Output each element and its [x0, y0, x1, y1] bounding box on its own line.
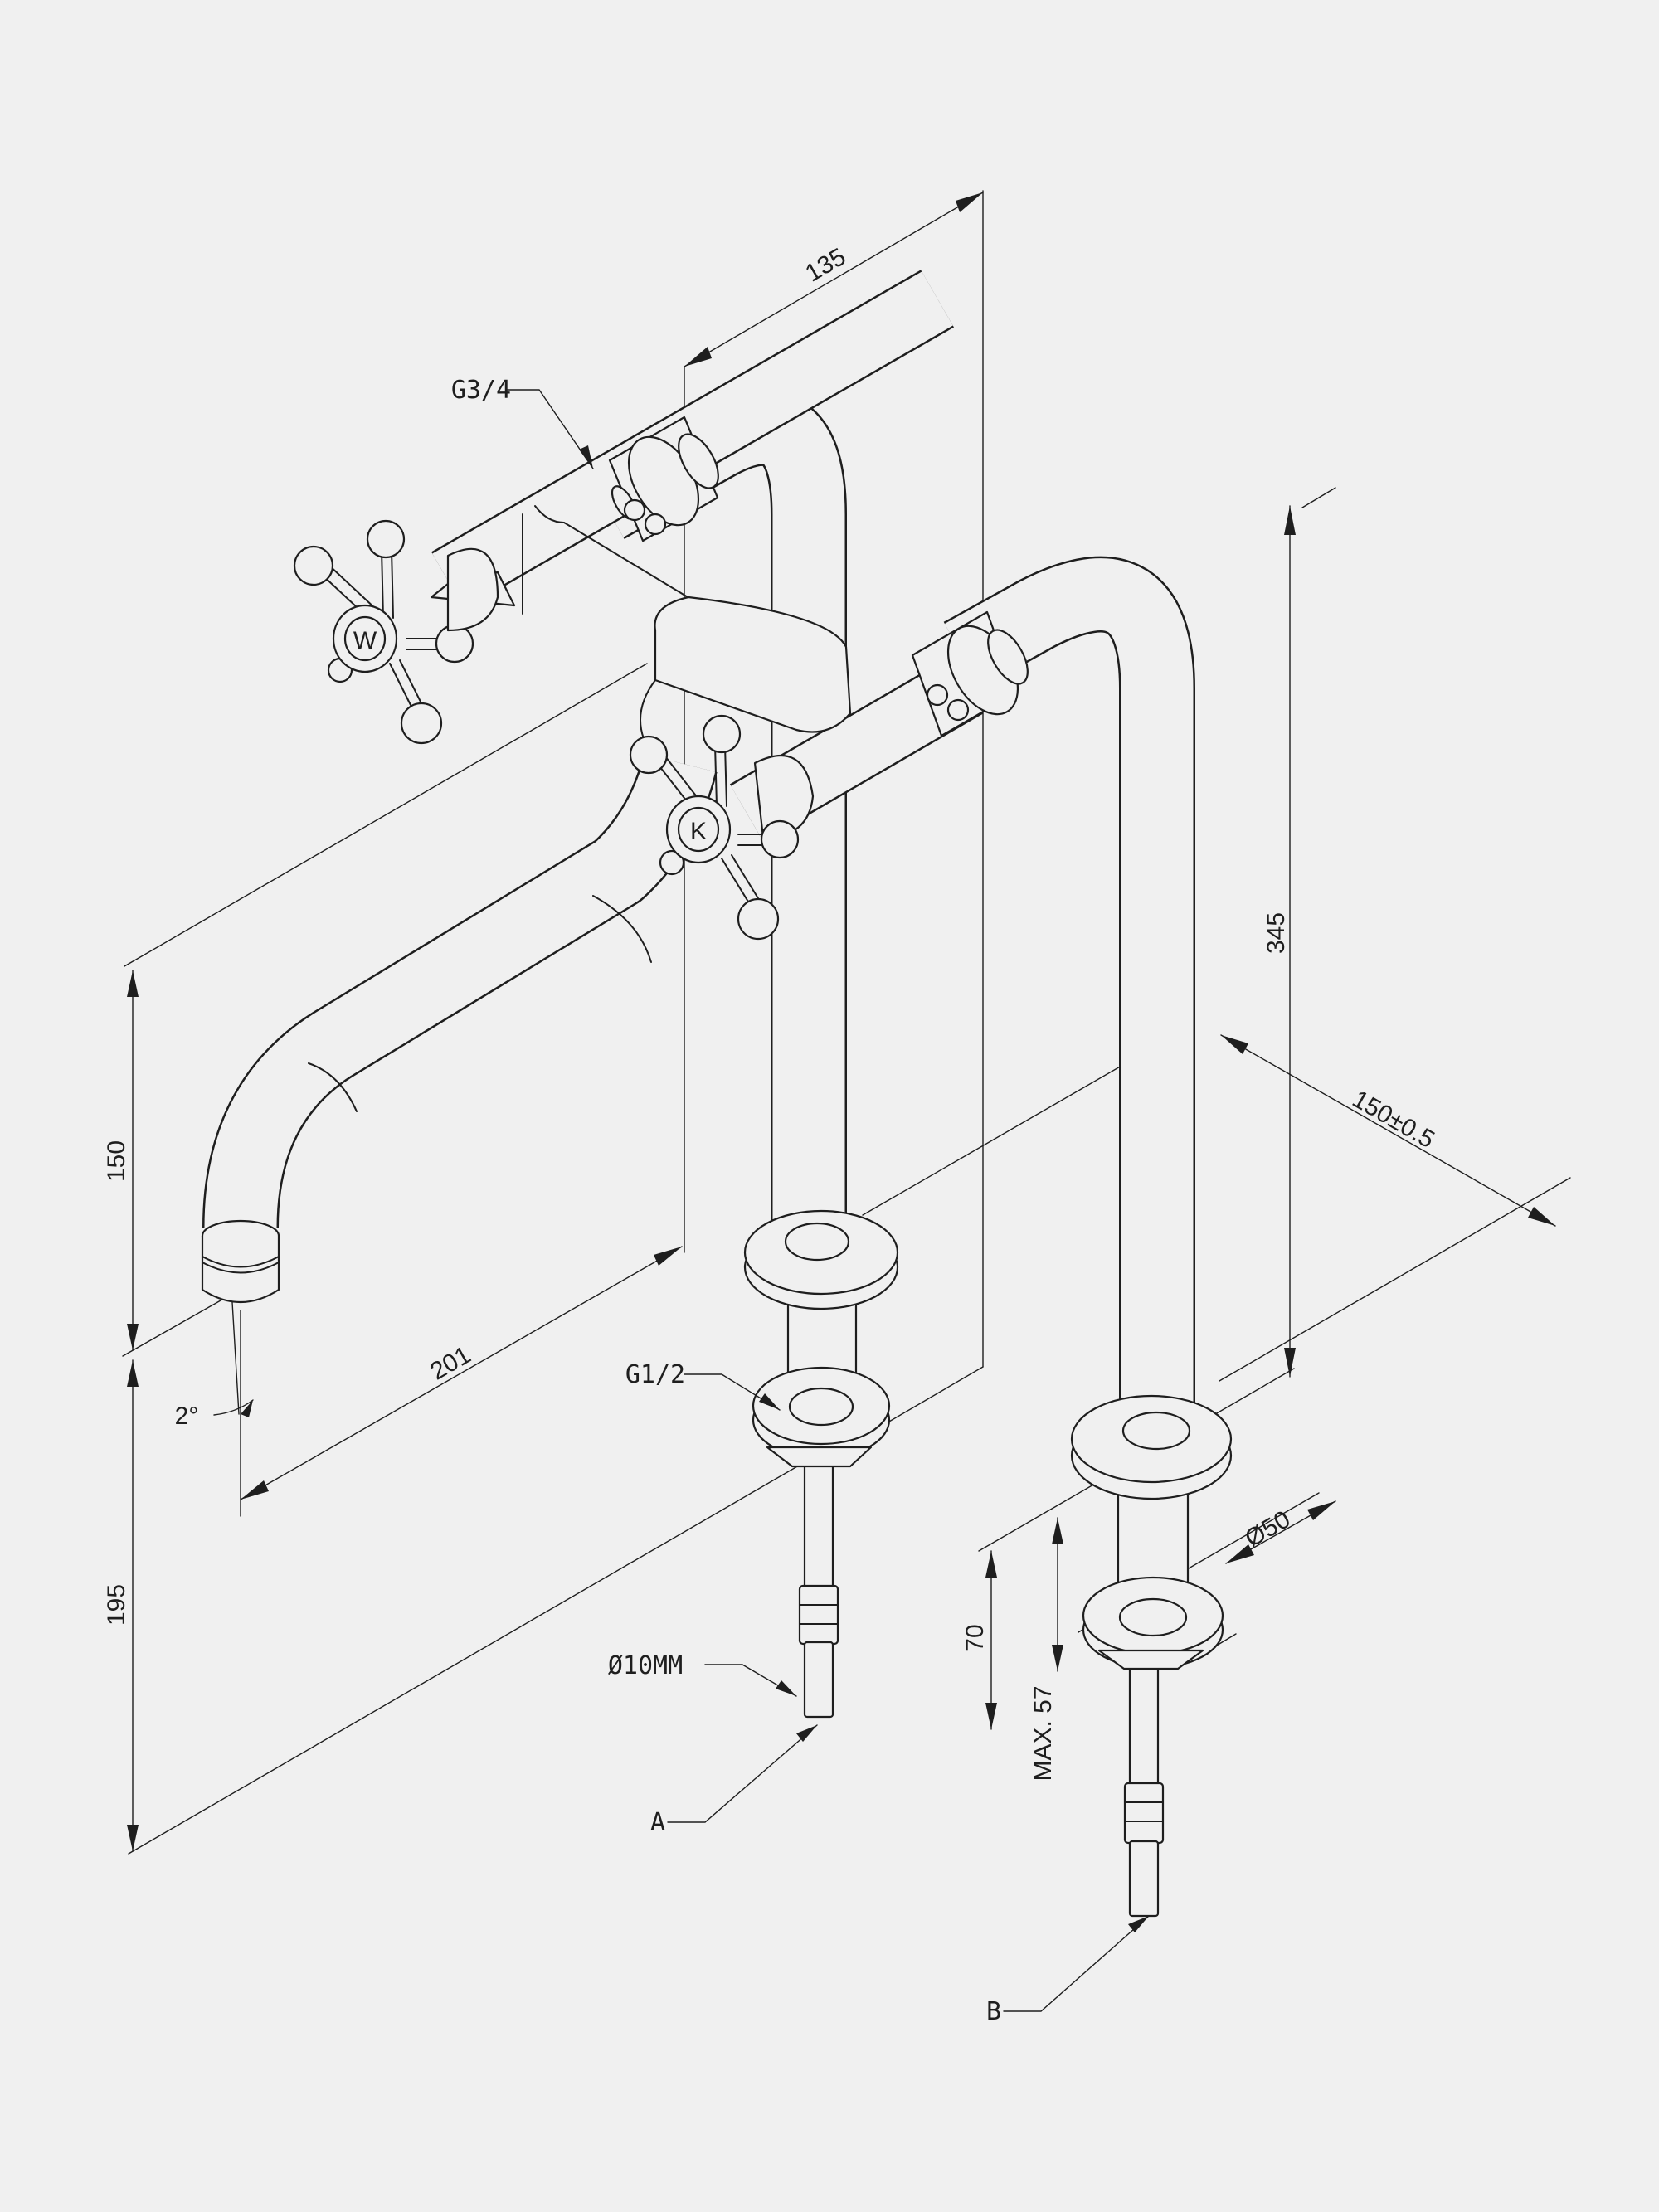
dimension-150-height	[127, 970, 139, 1351]
dimension-57	[1052, 1517, 1063, 1672]
dimension-angle	[213, 1301, 254, 1417]
dimension-135	[684, 192, 984, 367]
hose-a	[798, 1462, 839, 1719]
handle-marker-w: W	[353, 627, 377, 654]
callout-inlet-a: A	[650, 1808, 665, 1837]
body-nut-left	[608, 416, 719, 542]
dim-text-70: 70	[961, 1624, 989, 1651]
callout-leaders	[507, 389, 1150, 2012]
handle-left	[293, 519, 516, 745]
dim-text-150-spacing: 150±0.5	[1348, 1085, 1439, 1154]
dim-text-135: 135	[800, 243, 850, 288]
callout-g12: G1/2	[625, 1360, 685, 1389]
spout-hub	[640, 596, 852, 747]
dim-text-201: 201	[426, 1341, 475, 1386]
dimension-345	[1284, 505, 1296, 1378]
dim-text-150-height: 150	[103, 1140, 130, 1182]
body-nut-right	[911, 610, 1029, 737]
dimension-70	[985, 1550, 997, 1730]
shank-left	[743, 1209, 899, 1468]
handle-right	[629, 714, 815, 941]
dimension-150-spacing	[1220, 1034, 1556, 1227]
shank-right	[1070, 1394, 1233, 1670]
spout	[201, 753, 718, 1303]
dim-text-angle: 2°	[175, 1403, 199, 1430]
dimension-195	[127, 1359, 139, 1852]
handle-marker-k: K	[690, 818, 707, 845]
hose-b	[1123, 1655, 1165, 1918]
dimension-201	[240, 1246, 683, 1500]
riser-right	[943, 556, 1195, 1427]
callout-inlet-b: B	[986, 1997, 1001, 2026]
callout-hose-diameter: Ø10MM	[608, 1651, 683, 1680]
dim-text-195: 195	[103, 1584, 130, 1626]
dim-text-57: MAX. 57	[1029, 1685, 1057, 1781]
dim-text-345: 345	[1262, 912, 1290, 954]
callout-g34: G3/4	[451, 376, 511, 405]
dimension-50	[1225, 1500, 1336, 1564]
